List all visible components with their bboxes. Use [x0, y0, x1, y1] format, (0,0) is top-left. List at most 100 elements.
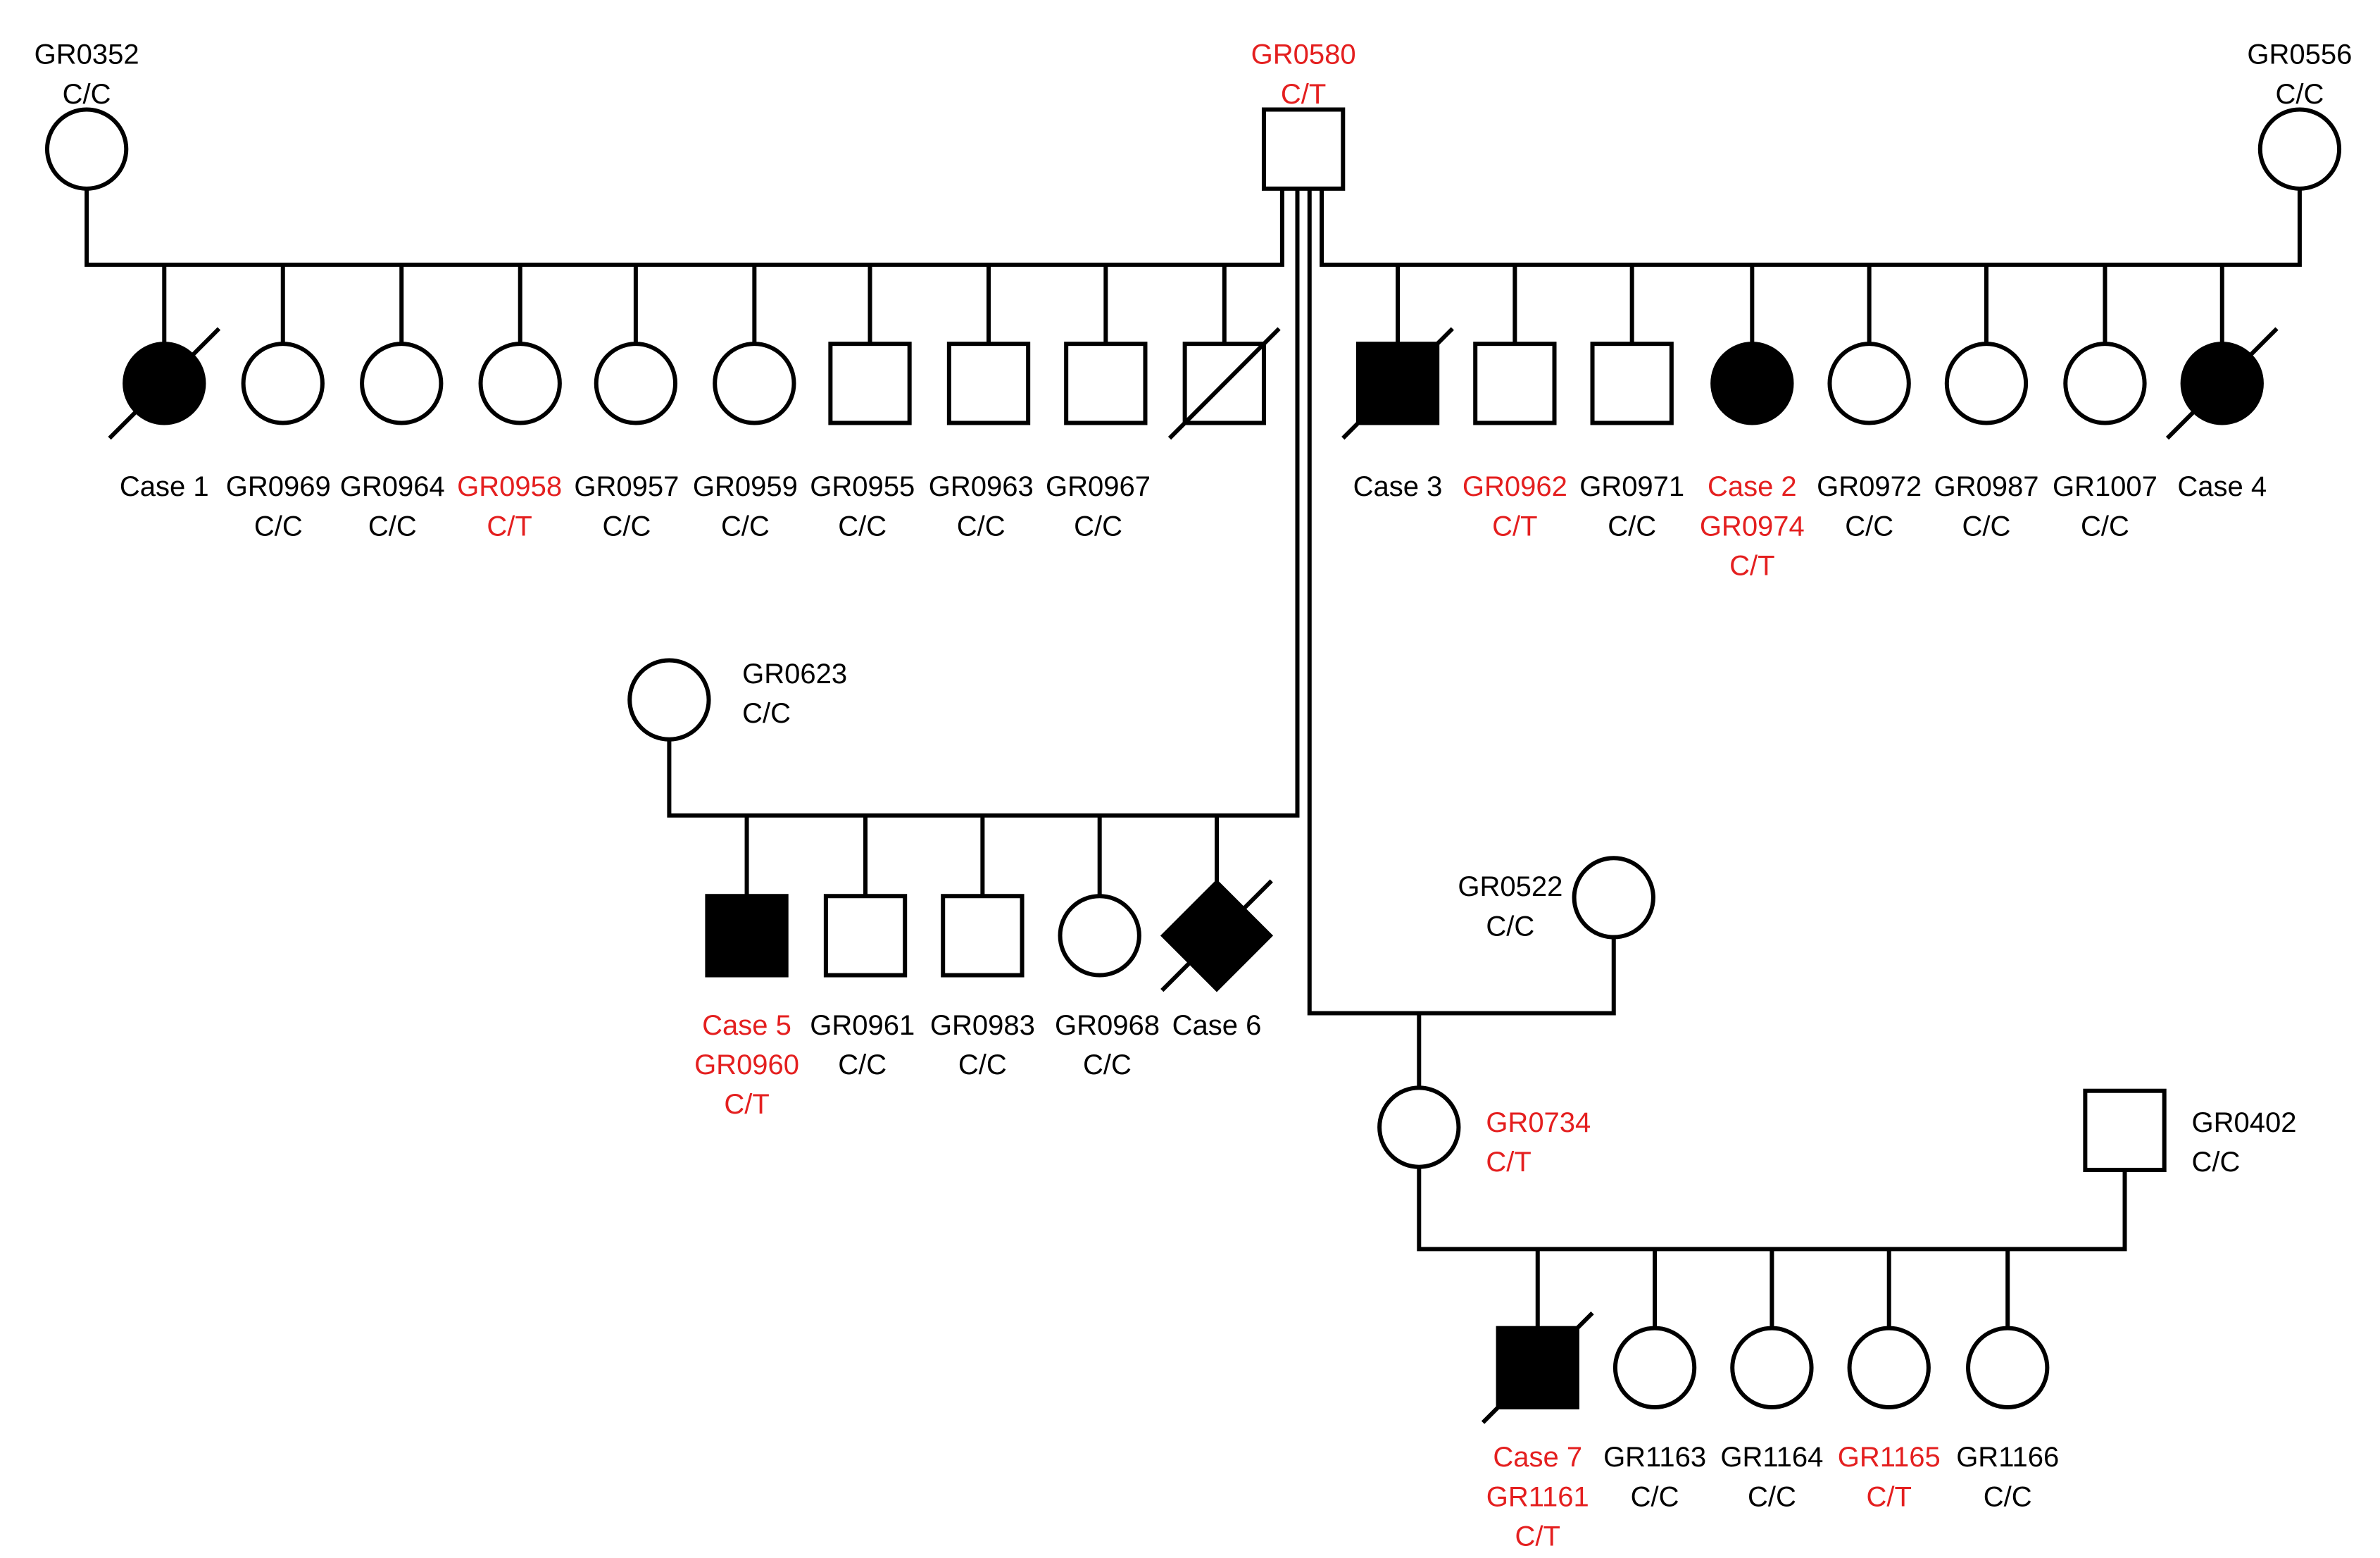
- individual-case1: [108, 327, 221, 440]
- label-gr0522-line0: GR0522: [1458, 871, 1562, 902]
- deceased-slash: [108, 327, 221, 440]
- label-case5-line0: Case 5: [702, 1010, 791, 1041]
- individual-case4: [2165, 327, 2279, 440]
- label-case4-line0: Case 4: [2177, 471, 2267, 502]
- pedigree-lines: [84, 188, 2302, 1328]
- individual-gr0734: [1377, 1085, 1461, 1169]
- male-symbol: [1064, 342, 1148, 425]
- label-gr0987-line1: C/C: [1962, 511, 2011, 542]
- male-symbol: [941, 894, 1025, 978]
- label-gr0968-line1: C/C: [1083, 1049, 1132, 1080]
- label-case5-line1: GR0960: [694, 1049, 799, 1080]
- male-symbol: [705, 894, 789, 978]
- individual-gr0352: [44, 107, 129, 191]
- label-gr0402-line1: C/C: [2192, 1147, 2241, 1178]
- label-gr0580-line0: GR0580: [1251, 39, 1356, 70]
- female-symbol: [1572, 856, 1655, 940]
- label-gr0955-line1: C/C: [838, 511, 887, 542]
- female-symbol: [1827, 342, 1911, 425]
- label-gr0961-line1: C/C: [838, 1049, 887, 1080]
- label-gr0962-line0: GR0962: [1463, 471, 1567, 502]
- label-gr0955-line0: GR0955: [810, 471, 915, 502]
- male-symbol: [1473, 342, 1557, 425]
- individual-gr0402: [2083, 1088, 2167, 1173]
- label-gr1165-line0: GR1165: [1838, 1442, 1941, 1473]
- label-gr1164-line0: GR1164: [1720, 1442, 1823, 1473]
- individual-gr0964: [360, 342, 444, 425]
- label-gr0964-line1: C/C: [368, 511, 417, 542]
- label-gr0958-line0: GR0958: [457, 471, 562, 502]
- label-gr0580-line1: C/T: [1281, 79, 1326, 110]
- mating-gr0580_x_gr0352: [84, 188, 1284, 344]
- partner-line: [1307, 188, 1616, 1016]
- mating-gr0734_x_gr0402: [1417, 1166, 2127, 1328]
- label-gr0959-line1: C/C: [721, 511, 770, 542]
- label-case7-line1: GR1161: [1486, 1481, 1589, 1512]
- individual-unnamed_deceased_son: [1167, 327, 1281, 440]
- label-case5-line2: C/T: [724, 1089, 769, 1120]
- label-gr0983-line1: C/C: [958, 1049, 1007, 1080]
- individual-gr0580: [1261, 107, 1346, 191]
- individual-gr0983: [941, 894, 1025, 978]
- label-case7-line2: C/T: [1515, 1521, 1560, 1552]
- label-gr1163-line0: GR1163: [1603, 1442, 1706, 1473]
- label-gr0556-line0: GR0556: [2247, 39, 2352, 70]
- individual-gr0556: [2257, 107, 2342, 191]
- label-gr1164-line1: C/C: [1748, 1481, 1796, 1512]
- label-gr0968-line0: GR0968: [1055, 1010, 1160, 1041]
- partner-line: [1320, 188, 2302, 267]
- female-symbol: [241, 342, 325, 425]
- label-gr0971-line1: C/C: [1608, 511, 1656, 542]
- individual-gr0522: [1572, 856, 1655, 940]
- label-gr0987-line0: GR0987: [1934, 471, 2038, 502]
- label-gr0963-line0: GR0963: [929, 471, 1034, 502]
- label-gr0964-line0: GR0964: [340, 471, 445, 502]
- individual-gr0987: [1944, 342, 2029, 425]
- individual-gr1165: [1847, 1326, 1931, 1409]
- label-gr0972-line0: GR0972: [1817, 471, 1922, 502]
- label-gr0962-line1: C/T: [1492, 511, 1537, 542]
- deceased-slash: [1160, 879, 1273, 992]
- label-case6-line0: Case 6: [1172, 1010, 1262, 1041]
- female-symbol: [1847, 1326, 1931, 1409]
- individual-gr0961: [823, 894, 908, 978]
- individual-gr0968: [1058, 894, 1141, 978]
- individual-case6: [1160, 879, 1274, 992]
- female-symbol: [1710, 342, 1794, 425]
- label-gr1007-line0: GR1007: [2053, 471, 2157, 502]
- individual-gr1007: [2063, 342, 2147, 425]
- label-gr0556-line1: C/C: [2275, 79, 2324, 110]
- male-symbol: [828, 342, 912, 425]
- label-gr0352-line0: GR0352: [35, 39, 139, 70]
- female-symbol: [2063, 342, 2147, 425]
- female-symbol: [627, 658, 711, 742]
- mating-gr0580_x_gr0623: [667, 188, 1300, 897]
- label-gr0983-line0: GR0983: [930, 1010, 1035, 1041]
- male-symbol: [1261, 107, 1346, 191]
- deceased-slash: [1167, 327, 1281, 440]
- mating-gr0580_x_gr0522: [1307, 188, 1616, 1088]
- label-case7-line0: Case 7: [1493, 1442, 1582, 1473]
- male-symbol: [1590, 342, 1674, 425]
- male-symbol: [823, 894, 908, 978]
- label-gr0959-line0: GR0959: [693, 471, 798, 502]
- label-case2-line0: Case 2: [1708, 471, 1797, 502]
- individual-gr0959: [713, 342, 796, 425]
- label-gr0967-line1: C/C: [1074, 511, 1122, 542]
- label-gr0957-line0: GR0957: [574, 471, 679, 502]
- female-symbol: [1966, 1326, 2050, 1409]
- deceased-slash: [2165, 327, 2279, 440]
- individual-gr0967: [1064, 342, 1148, 425]
- label-gr0969-line0: GR0969: [226, 471, 331, 502]
- label-gr0734-line0: GR0734: [1486, 1107, 1591, 1138]
- label-gr0734-line1: C/T: [1486, 1147, 1531, 1178]
- label-gr0623-line0: GR0623: [742, 659, 847, 690]
- label-gr0961-line0: GR0961: [810, 1010, 915, 1041]
- label-gr0972-line1: C/C: [1845, 511, 1893, 542]
- pedigree-symbols: [44, 107, 2342, 1424]
- label-case3-line0: Case 3: [1353, 471, 1443, 502]
- individual-gr0955: [828, 342, 912, 425]
- individual-gr1163: [1612, 1326, 1697, 1409]
- individual-gr0971: [1590, 342, 1674, 425]
